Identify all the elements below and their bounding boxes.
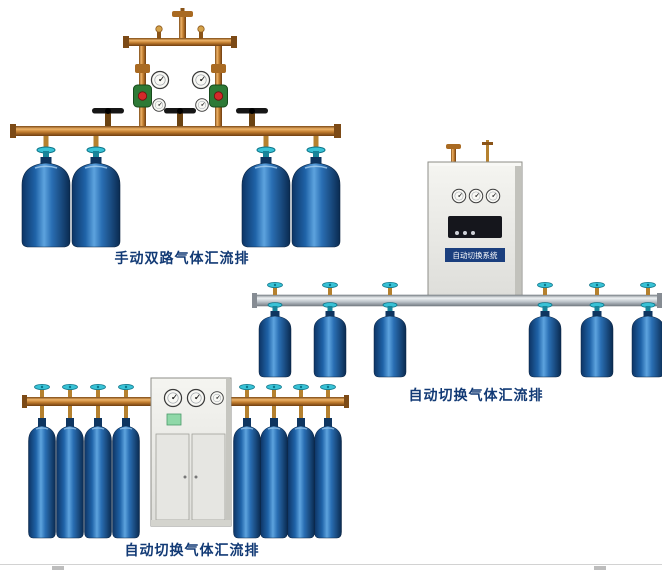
cylinder-shutoff-valve — [118, 383, 134, 398]
auto-switch-system-illustration: 自动切换系统 — [252, 140, 662, 378]
door-handle — [194, 475, 198, 479]
cylinder-shutoff-valve — [267, 281, 283, 296]
pressure-gauge — [451, 188, 467, 204]
handwheel-valve — [92, 108, 124, 126]
indicator-light — [463, 231, 467, 235]
door-handle — [183, 475, 187, 479]
gas-cylinder — [111, 417, 141, 539]
status-display — [166, 413, 182, 426]
control-cabinet: 自动切换系统 — [427, 140, 523, 298]
manifold-pipe — [252, 293, 662, 308]
control-panel-display — [448, 216, 502, 238]
gas-cylinder — [27, 417, 57, 539]
gas-cylinder — [286, 417, 316, 539]
gas-cylinder — [71, 146, 121, 248]
cabinet-nameplate — [445, 248, 505, 262]
caption-auto-switch-manifold: 自动切换气体汇流排 — [124, 542, 260, 558]
gas-cylinder — [21, 146, 71, 248]
indicator-light — [455, 231, 459, 235]
pressure-gauge — [468, 188, 484, 204]
indicator-light — [471, 231, 475, 235]
cylinder-shutoff-valve — [266, 383, 282, 398]
handwheel-valve — [164, 108, 196, 126]
pressure-gauge — [485, 188, 501, 204]
cylinder-shutoff-valve — [62, 383, 78, 398]
auto-switch-manifold-illustration — [22, 377, 349, 539]
pressure-gauge — [150, 70, 170, 90]
gas-cylinder — [580, 302, 614, 378]
cylinder-shutoff-valve — [382, 281, 398, 296]
main-manifold-pipe — [10, 124, 341, 138]
gas-cylinder — [528, 302, 562, 378]
right-pressure-regulator — [191, 70, 228, 112]
gas-cylinder — [258, 302, 292, 378]
page-edge-mark — [52, 566, 64, 570]
cylinder-shutoff-valve — [322, 281, 338, 296]
cylinder-drop-pipes — [40, 406, 330, 419]
pressure-gauge — [195, 98, 209, 112]
gas-cylinder — [631, 302, 662, 378]
cylinder-shutoff-valve — [320, 383, 336, 398]
manual-manifold-illustration — [10, 8, 341, 248]
page-bottom-rule — [0, 564, 662, 565]
gas-cylinder — [259, 417, 289, 539]
pressure-gauge — [186, 388, 206, 408]
cabinet-base — [151, 520, 231, 526]
gas-cylinder — [232, 417, 262, 539]
left-pressure-regulator — [133, 70, 170, 112]
caption-auto-switch-system: 自动切换气体汇流排 — [408, 387, 544, 403]
pressure-gauge — [152, 98, 166, 112]
pressure-gauge — [163, 388, 183, 408]
gas-cylinder — [55, 417, 85, 539]
top-header-pipe — [123, 8, 237, 48]
cylinder-shutoff-valve — [293, 383, 309, 398]
gas-cylinder — [83, 417, 113, 539]
control-cabinet — [150, 377, 232, 527]
handwheel-valve — [236, 108, 268, 126]
cabinet-nameplate-text: 自动切换系统 — [453, 250, 498, 260]
cylinder-shutoff-valve — [640, 281, 656, 296]
gas-cylinder — [373, 302, 407, 378]
gas-cylinder — [313, 417, 343, 539]
cylinder-shutoff-valve — [34, 383, 50, 398]
cylinder-shutoff-valve — [537, 281, 553, 296]
regulator-body — [133, 84, 152, 108]
caption-manual-dual-manifold: 手动双路气体汇流排 — [114, 250, 250, 266]
cylinder-shutoff-valve — [239, 383, 255, 398]
cylinder-shutoff-valve — [589, 281, 605, 296]
cylinder-shutoff-valve — [90, 383, 106, 398]
pressure-gauge — [210, 391, 224, 405]
gas-cylinder — [313, 302, 347, 378]
pressure-gauge — [191, 70, 211, 90]
page-edge-mark — [594, 566, 606, 570]
regulator-body — [209, 84, 228, 108]
cylinder-drop-pipes — [43, 136, 319, 151]
